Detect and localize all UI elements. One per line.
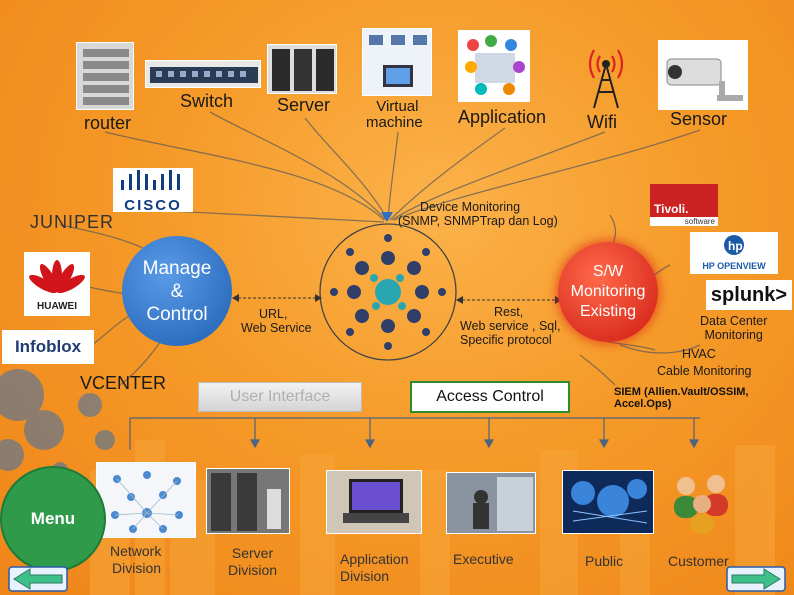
router-image <box>76 42 134 110</box>
url-line2: Web Service <box>241 321 312 335</box>
server-division-image <box>206 468 290 534</box>
network-division-label: Network Division <box>110 543 161 577</box>
rest-line3: Specific protocol <box>460 333 552 347</box>
huawei-text: HUAWEI <box>37 301 77 312</box>
application-division-label: Application Division <box>340 551 409 585</box>
cisco-text: CISCO <box>124 197 182 212</box>
application-image <box>458 30 530 102</box>
sw-line3: Existing <box>579 303 637 320</box>
juniper-logo: JUNIPER <box>30 212 114 233</box>
data-center-line1: Data Center <box>700 314 768 328</box>
url-double-arrow-icon <box>232 294 322 302</box>
prev-button[interactable] <box>8 566 68 592</box>
menu-button[interactable]: Menu <box>0 466 106 572</box>
hp-openview-logo: hp HP OPENVIEW <box>690 232 778 274</box>
siem-line2: Accel.Ops) <box>614 398 672 410</box>
arrow-left-icon <box>8 566 68 592</box>
executive-division-image <box>446 472 536 534</box>
infoblox-logo: Infoblox <box>2 330 94 364</box>
customer-division-image <box>662 468 742 536</box>
network-line2: Division <box>112 560 162 576</box>
server-division-line2: Division <box>228 562 278 578</box>
sw-line2: Monitoring <box>570 283 646 300</box>
wifi-label: Wifi <box>587 112 617 132</box>
device-monitoring-label: Device Monitoring (SNMP, SNMPTrap dan Lo… <box>398 200 558 228</box>
switch-label: Switch <box>180 91 234 111</box>
url-webservice-label: URL, Web Service <box>241 307 312 335</box>
menu-label: Menu <box>30 509 76 528</box>
hp-openview-text: HP OPENVIEW <box>702 261 766 271</box>
siem-label: SIEM (Allien.Vault/OSSIM, Accel.Ops) <box>614 386 748 410</box>
public-label: Public <box>585 553 624 569</box>
arrow-right-icon <box>726 566 786 592</box>
server-image <box>267 44 337 94</box>
tivoli-logo: Tivoli. software <box>650 184 718 226</box>
virtual-machine-line1: Virtual <box>376 98 419 115</box>
tivoli-sub-text: software <box>650 217 718 226</box>
rest-label: Rest, Web service , Sql, Specific protoc… <box>460 305 561 347</box>
user-interface-text: User Interface <box>229 388 331 405</box>
application-division-line2: Division <box>340 568 390 584</box>
rest-line2: Web service , Sql, <box>460 319 561 333</box>
virtual-machine-label: Virtual machine <box>366 98 423 131</box>
vcenter-label: VCENTER <box>80 373 167 393</box>
manage-line2: & <box>170 280 184 302</box>
next-button[interactable] <box>726 566 786 592</box>
router-label: router <box>84 113 132 133</box>
network-division-image <box>96 462 196 538</box>
data-center-line2: Monitoring <box>704 328 763 342</box>
customer-label: Customer <box>668 553 729 569</box>
application-division-line1: Application <box>340 551 409 567</box>
cable-monitoring-label: Cable Monitoring <box>657 364 752 378</box>
sw-line1: S/W <box>592 263 624 280</box>
hub-input-arrow-icon <box>381 212 393 222</box>
tivoli-text: Tivoli. <box>654 202 689 216</box>
manage-control-circle[interactable]: Manage & Control <box>122 236 232 346</box>
server-division-label: Server Division <box>228 545 277 579</box>
device-monitoring-line1: Device Monitoring <box>420 200 521 214</box>
public-division-image <box>562 470 654 534</box>
switch-image <box>145 60 261 88</box>
sensor-image <box>658 40 748 110</box>
cisco-logo: CISCO <box>113 168 193 212</box>
url-line1: URL, <box>259 307 288 321</box>
rest-line1: Rest, <box>494 305 524 319</box>
manage-line3: Control <box>146 303 208 325</box>
server-label: Server <box>277 95 331 115</box>
application-division-image <box>326 470 422 534</box>
network-line1: Network <box>110 543 162 559</box>
splunk-text: splunk> <box>710 283 788 306</box>
executive-label: Executive <box>453 551 514 567</box>
application-label: Application <box>458 107 547 127</box>
splunk-logo: splunk> <box>706 280 792 310</box>
hvac-label: HVAC <box>682 347 716 361</box>
wifi-image <box>580 40 632 110</box>
user-interface-button[interactable]: User Interface <box>198 382 362 412</box>
device-monitoring-line2: (SNMP, SNMPTrap dan Log) <box>398 214 558 228</box>
svg-text:hp: hp <box>728 239 743 253</box>
data-center-monitoring-label: Data Center Monitoring <box>700 314 767 342</box>
huawei-logo: HUAWEI <box>24 252 90 316</box>
juniper-text: JUNIPER <box>30 212 115 232</box>
server-division-line1: Server <box>231 545 274 561</box>
siem-line1: SIEM (Allien.Vault/OSSIM, <box>614 386 749 398</box>
virtual-machine-image <box>362 28 432 96</box>
access-control-text: Access Control <box>436 388 544 405</box>
manage-line1: Manage <box>142 257 212 279</box>
access-control-button[interactable]: Access Control <box>410 381 570 413</box>
virtual-machine-line2: machine <box>366 114 423 131</box>
infoblox-text: Infoblox <box>14 337 82 356</box>
sw-monitoring-circle[interactable]: S/W Monitoring Existing <box>558 242 658 342</box>
sensor-label: Sensor <box>670 109 728 129</box>
central-hub-diagram <box>319 223 457 361</box>
